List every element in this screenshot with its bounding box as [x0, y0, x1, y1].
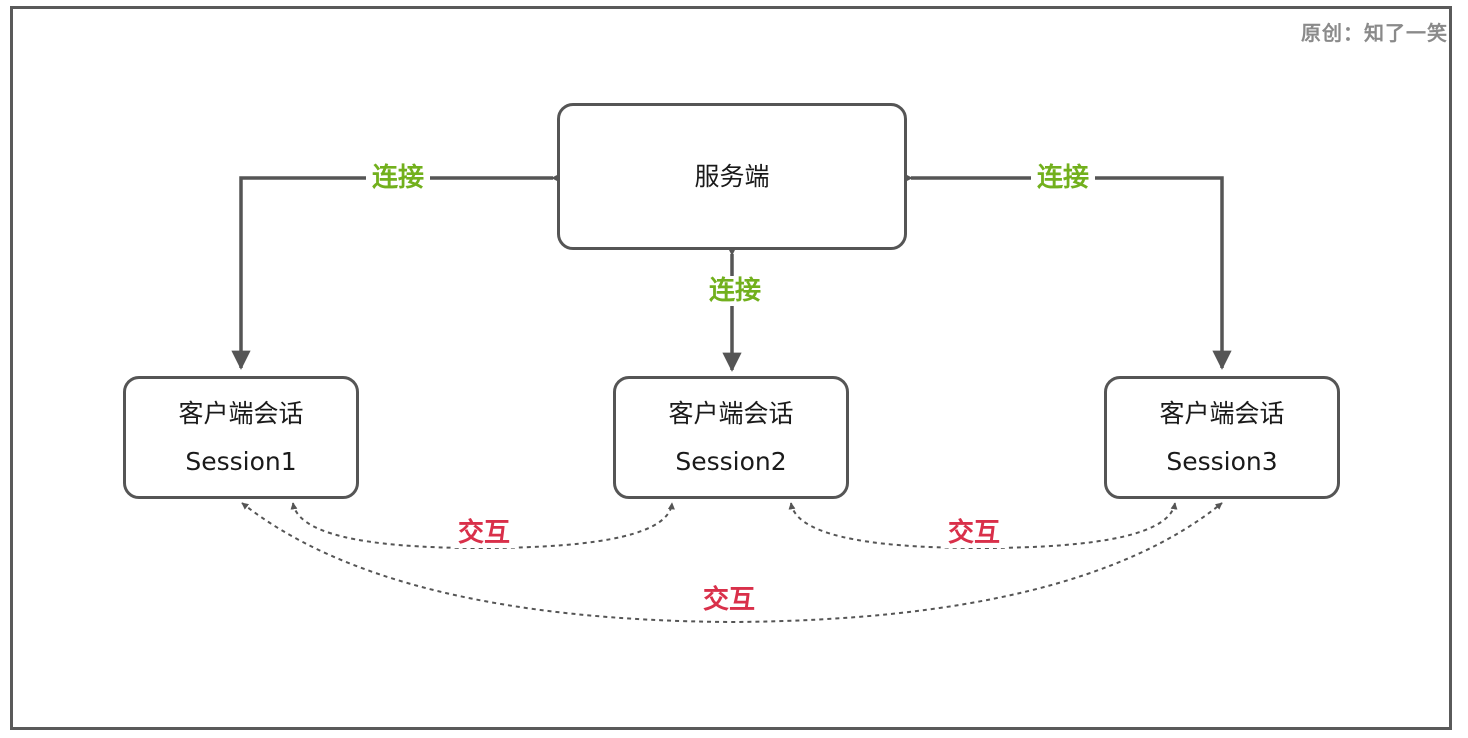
- connect-left-label: 连接: [366, 163, 431, 193]
- diagram-frame: [10, 6, 1452, 730]
- connect-left-line: [231, 168, 571, 370]
- interact-1-2-curve: [290, 502, 675, 550]
- server-label: 服务端: [694, 161, 770, 191]
- watermark: 原创：知了一笑: [1301, 21, 1448, 45]
- client-session-1-name: Session1: [185, 446, 297, 476]
- client-session-3-node: 客户端会话 Session3: [1104, 376, 1340, 499]
- client-session-1-title: 客户端会话: [178, 398, 304, 428]
- interact-2-3-curve: [788, 502, 1178, 550]
- interact-2-3-label: 交互: [942, 518, 1007, 548]
- client-session-2-name: Session2: [675, 446, 787, 476]
- client-session-3-name: Session3: [1166, 446, 1278, 476]
- connect-middle-label: 连接: [703, 276, 768, 306]
- connect-right-line: [893, 168, 1232, 370]
- client-session-2-title: 客户端会话: [668, 398, 794, 428]
- interact-1-3-label: 交互: [697, 585, 762, 615]
- client-session-2-node: 客户端会话 Session2: [613, 376, 849, 499]
- client-session-1-node: 客户端会话 Session1: [123, 376, 359, 499]
- client-session-3-title: 客户端会话: [1159, 398, 1285, 428]
- interact-1-2-label: 交互: [452, 518, 517, 548]
- connect-right-label: 连接: [1031, 163, 1096, 193]
- server-node: 服务端: [557, 103, 907, 250]
- interact-1-3-curve: [241, 502, 1223, 624]
